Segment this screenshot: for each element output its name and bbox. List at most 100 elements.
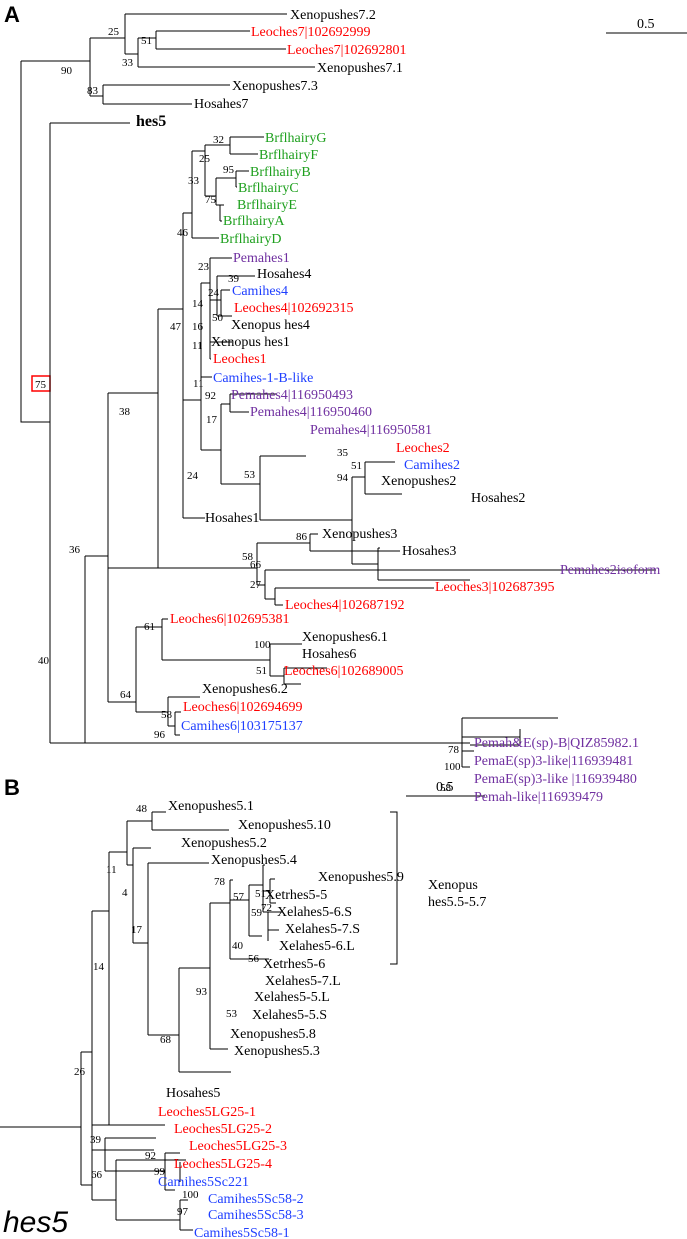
tree-b-support-value: 53 xyxy=(226,1008,238,1020)
tree-b-support-value: 97 xyxy=(177,1206,189,1218)
tree-a-support-value: 23 xyxy=(198,261,210,273)
tree-a-support-value: 66 xyxy=(250,559,262,571)
tree-b-leaf-label: Camihes5Sc221 xyxy=(158,1175,249,1190)
tree-a-support-value: 64 xyxy=(120,689,132,701)
tree-a-leaf-label: BrflhairyG xyxy=(265,131,326,146)
tree-a-support-value: 32 xyxy=(213,134,224,146)
scale-bar-b-label: 0.5 xyxy=(436,780,454,795)
tree-a-leaf-label: BrflhairyC xyxy=(238,181,299,196)
panel-b-label: B xyxy=(4,775,20,800)
tree-b-leaf-label: Leoches5LG25-1 xyxy=(158,1105,256,1120)
tree-b-leaf-label: Leoches5LG25-4 xyxy=(174,1157,272,1172)
tree-b-support-value: 100 xyxy=(182,1189,199,1201)
tree-a-support-value: 95 xyxy=(223,164,235,176)
tree-a-support-value: 58 xyxy=(440,782,452,794)
tree-b-leaf-labels: Xenopushes5.1Xenopushes5.10Xenopushes5.2… xyxy=(158,799,404,1239)
tree-a-support-value: 25 xyxy=(108,26,120,38)
scale-bar-b: 0.5 xyxy=(406,780,485,797)
tree-b-support-value: 51 xyxy=(255,888,266,900)
tree-a-leaf-label: Xenopus hes1 xyxy=(211,335,290,350)
tree-a-leaf-label: Pemahes4|116950460 xyxy=(250,405,372,420)
tree-b-support-value: 59 xyxy=(251,907,263,919)
panel-b-gene-label: hes5 xyxy=(3,1206,68,1239)
tree-a-support-value: 96 xyxy=(154,729,166,741)
tree-b-support-value: 17 xyxy=(131,924,143,936)
tree-a-leaf-label: Pemahes2isoform xyxy=(560,563,660,578)
tree-a-leaf-label: Pemahes4|116950581 xyxy=(310,423,432,438)
tree-a-leaf-label: BrflhairyB xyxy=(250,165,311,180)
tree-b-support-value: 99 xyxy=(154,1166,166,1178)
tree-b-leaf-label: Leoches5LG25-3 xyxy=(189,1139,287,1154)
tree-b-support-value: 57 xyxy=(233,891,245,903)
tree-a-leaf-label: Leoches7|102692999 xyxy=(251,25,370,40)
tree-a-branch xyxy=(20,61,50,423)
tree-a-support-value: 61 xyxy=(144,621,155,633)
tree-b-leaf-label: Xetrhes5-5 xyxy=(265,888,327,903)
panel-a-label: A xyxy=(4,2,20,27)
tree-a-leaf-label: Xenopushes2 xyxy=(381,474,456,489)
tree-b-leaf-label: Xenopushes5.9 xyxy=(318,870,404,885)
tree-a-leaf-label: Pemah&E(sp)-B|QIZ85982.1 xyxy=(474,736,639,751)
tree-a-support-value: 51 xyxy=(141,35,152,47)
tree-a-support-value: 16 xyxy=(192,321,204,333)
tree-b-leaf-label: Xelahes5-7.L xyxy=(265,974,341,989)
tree-a-leaf-label: Leoches4|102692315 xyxy=(234,301,353,316)
tree-b-support-value: 72 xyxy=(261,902,272,914)
tree-a-support-value: 36 xyxy=(69,544,81,556)
tree-a-leaf-label: Xenopushes7.1 xyxy=(317,61,403,76)
tree-a-support-value: 100 xyxy=(444,761,461,773)
tree-a-support-value: 33 xyxy=(188,175,200,187)
xenopus-bracket: Xenopus hes5.5-5.7 xyxy=(390,811,486,965)
tree-a-support-value: 50 xyxy=(212,312,224,324)
tree-a-support-value: 83 xyxy=(87,85,99,97)
tree-b-leaf-label: Xenopushes5.3 xyxy=(234,1044,320,1059)
tree-a-support-value: 40 xyxy=(38,655,50,667)
tree-a-leaf-label: BrflhairyD xyxy=(220,232,281,247)
tree-a-leaf-label: Leoches3|102687395 xyxy=(435,580,554,595)
tree-b-leaf-label: Xelahes5-5.S xyxy=(252,1008,327,1023)
tree-b-branches xyxy=(0,811,282,1231)
tree-b-leaf-label: Xelahes5-6.S xyxy=(277,905,352,920)
tree-b-leaf-label: Xetrhes5-6 xyxy=(263,957,325,972)
tree-a-leaf-label: Hosahes4 xyxy=(257,267,311,282)
tree-a-support-values: 2551339083322595337546233924145016114711… xyxy=(38,26,461,794)
tree-a-support-value: 27 xyxy=(250,579,262,591)
tree-a-leaf-label: BrflhairyF xyxy=(259,148,318,163)
tree-a-leaf-label: Xenopushes3 xyxy=(322,527,397,542)
tree-a-support-value: 17 xyxy=(206,414,218,426)
tree-b-leaf-label: Hosahes5 xyxy=(166,1086,220,1101)
tree-a-support-value: 24 xyxy=(187,470,199,482)
tree-b-leaf-label: Xelahes5-7.S xyxy=(285,922,360,937)
tree-b-support-value: 78 xyxy=(214,876,226,888)
tree-a-support-value: 24 xyxy=(208,287,220,299)
tree-b-support-value: 66 xyxy=(91,1169,103,1181)
tree-b-leaf-label: Xenopushes5.1 xyxy=(168,799,254,814)
tree-a-support-value: 14 xyxy=(192,298,204,310)
tree-a-leaf-label: Leoches6|102694699 xyxy=(183,700,302,715)
tree-a-support-value: 51 xyxy=(351,460,362,472)
tree-a-support-value: 92 xyxy=(205,390,216,402)
tree-a-support-value: 11 xyxy=(193,378,204,390)
tree-b-support-value: 14 xyxy=(93,961,105,973)
highlight-support-value: 75 xyxy=(35,379,47,391)
tree-a-leaf-label: Xenopushes7.2 xyxy=(290,8,376,23)
tree-b-leaf-label: Xenopushes5.4 xyxy=(211,853,297,868)
tree-b-support-value: 68 xyxy=(160,1034,172,1046)
tree-a-leaf-label: Hosahes3 xyxy=(402,544,456,559)
tree-a-leaf-label: PemaE(sp)3-like |116939480 xyxy=(474,772,637,787)
tree-b-support-value: 26 xyxy=(74,1066,86,1078)
tree-a-leaf-labels: Xenopushes7.2Leoches7|102692999Leoches7|… xyxy=(170,8,660,805)
tree-a-support-value: 100 xyxy=(254,639,271,651)
tree-b-leaf-label: Xenopushes5.10 xyxy=(238,818,331,833)
tree-a-leaf-label: BrflhairyA xyxy=(223,214,285,229)
tree-a-support-value: 35 xyxy=(337,447,349,459)
tree-a-leaf-label: Camihes6|103175137 xyxy=(181,719,303,734)
tree-b-leaf-label: Xelahes5-5.L xyxy=(254,990,330,1005)
tree-a-leaf-label: Leoches6|102689005 xyxy=(284,664,403,679)
tree-b-leaf-label: Xenopushes5.2 xyxy=(181,836,267,851)
tree-b-support-value: 40 xyxy=(232,940,244,952)
tree-a-leaf-label: Camihes-1-B-like xyxy=(213,371,313,386)
tree-b-support-value: 56 xyxy=(248,953,260,965)
